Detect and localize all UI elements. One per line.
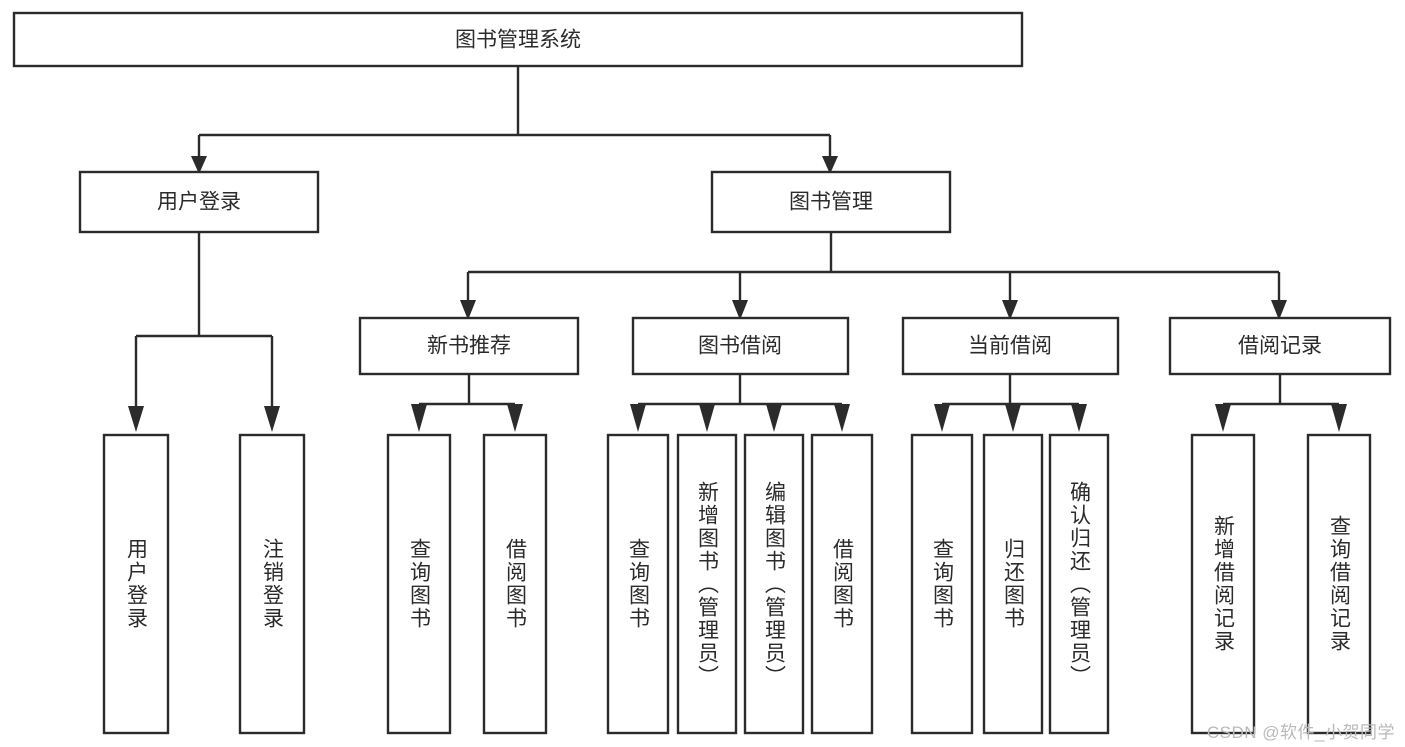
node-root[interactable]: 图书管理系统	[12, 11, 1024, 68]
node-current-borrow-label: 当前借阅	[968, 335, 1052, 358]
arrowhead-leaf-query-book-cb	[934, 404, 950, 432]
edge-bookborrow-bus	[636, 374, 844, 408]
arrowhead-current-borrow	[1002, 300, 1018, 320]
arrowhead-borrow-record	[1271, 300, 1287, 320]
node-new-book-recommend-label: 新书推荐	[427, 335, 511, 358]
node-leaf-query-record-box[interactable]	[1306, 433, 1372, 735]
node-leaf-borrow-book-nr-box[interactable]	[482, 433, 548, 735]
node-current-borrow-box[interactable]	[901, 316, 1120, 376]
edge-newbook-bus	[417, 374, 517, 408]
node-user-login[interactable]: 用户登录	[78, 170, 320, 234]
arrowhead-leaf-query-record	[1331, 404, 1347, 432]
node-book-borrow[interactable]: 图书借阅	[631, 316, 850, 376]
node-current-borrow[interactable]: 当前借阅	[901, 316, 1120, 376]
arrowhead-leaf-confirm-return	[1071, 404, 1087, 432]
node-leaf-query-book-nr-box[interactable]	[386, 433, 452, 735]
arrowhead-new-book-recommend	[460, 300, 476, 320]
node-new-book-recommend-box[interactable]	[358, 316, 580, 376]
arrowhead-leaf-query-book-nr	[411, 404, 427, 432]
edge-bookmanage-bus	[466, 232, 1281, 303]
arrowhead-book-manage	[822, 156, 838, 174]
arrowhead-leaf-return-book	[1005, 404, 1021, 432]
connector-layer	[128, 66, 1347, 432]
node-leaf-user-logout-box[interactable]	[238, 433, 306, 735]
arrowhead-leaf-borrow-book-nr	[507, 404, 523, 432]
watermark-text: CSDN @软件_小贺同学	[1206, 723, 1395, 742]
node-leaf-user-login-box[interactable]	[102, 433, 170, 735]
node-leaf-return-book-box[interactable]	[982, 433, 1044, 735]
node-root-box[interactable]	[12, 11, 1024, 68]
node-leaf-query-book-cb-box[interactable]	[910, 433, 974, 735]
arrowhead-leaf-user-login	[128, 406, 144, 432]
node-leaf-add-record-box[interactable]	[1190, 433, 1256, 735]
arrowhead-leaf-edit-book-admin	[766, 404, 782, 432]
node-book-manage-label: 图书管理	[789, 191, 873, 214]
node-book-borrow-label: 图书借阅	[698, 335, 782, 358]
node-book-manage-box[interactable]	[710, 170, 952, 234]
node-borrow-record-box[interactable]	[1168, 316, 1392, 376]
node-borrow-record[interactable]: 借阅记录	[1168, 316, 1392, 376]
arrowhead-leaf-user-logout	[264, 406, 280, 432]
edge-borrowrecord-bus	[1221, 374, 1341, 408]
arrowhead-leaf-borrow-book-bb	[834, 404, 850, 432]
node-book-manage[interactable]: 图书管理	[710, 170, 952, 234]
node-user-login-box[interactable]	[78, 170, 320, 234]
node-user-login-label: 用户登录	[157, 191, 241, 214]
arrowhead-user-login	[191, 156, 207, 174]
node-borrow-record-label: 借阅记录	[1238, 335, 1322, 358]
node-layer: 图书管理系统 用户登录 图书管理 新书推荐 图书借阅	[12, 11, 1392, 735]
edge-currentborrow-bus	[940, 374, 1081, 408]
arrowhead-book-borrow	[732, 300, 748, 320]
edge-root-bus	[197, 66, 832, 158]
node-leaf-query-book-bb-box[interactable]	[606, 433, 670, 735]
arrowhead-leaf-query-book-bb	[630, 404, 646, 432]
arrowhead-leaf-add-book-admin	[699, 404, 715, 432]
node-book-borrow-box[interactable]	[631, 316, 850, 376]
node-leaf-add-book-admin-box[interactable]	[676, 433, 738, 735]
arrowhead-leaf-add-record	[1215, 404, 1231, 432]
node-leaf-confirm-return-box[interactable]	[1048, 433, 1110, 735]
node-root-label: 图书管理系统	[455, 29, 581, 52]
node-leaf-edit-book-admin-box[interactable]	[743, 433, 805, 735]
edge-userlogin-bus	[134, 232, 274, 408]
node-leaf-borrow-book-bb-box[interactable]	[810, 433, 874, 735]
node-new-book-recommend[interactable]: 新书推荐	[358, 316, 580, 376]
